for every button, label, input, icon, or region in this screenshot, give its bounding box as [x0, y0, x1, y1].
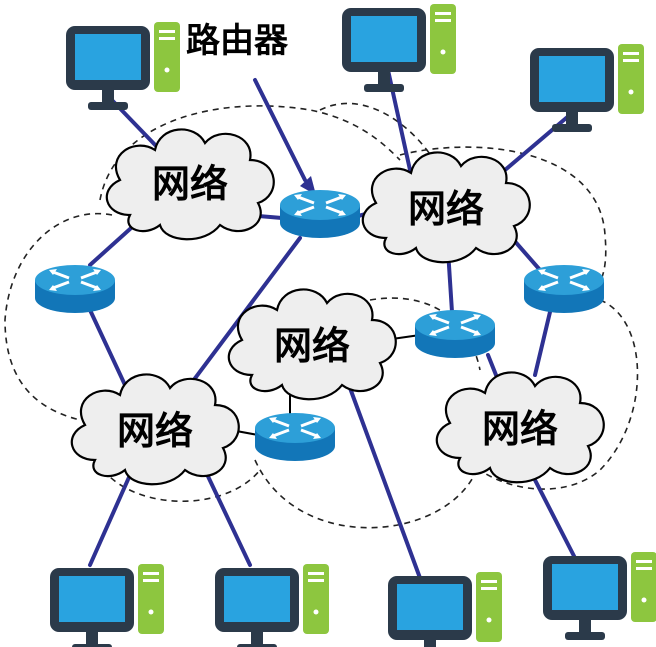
computer-icon — [50, 564, 164, 647]
computer-icon — [66, 22, 180, 110]
router-icon — [413, 308, 497, 360]
cloud-network-4: 网络 — [70, 373, 240, 486]
computer-icon — [342, 4, 456, 92]
network-label: 网络 — [117, 409, 193, 453]
computer-icon — [215, 564, 329, 647]
network-label: 网络 — [408, 187, 484, 231]
computer-icon — [543, 552, 656, 640]
cloud-network-1: 网络 — [105, 128, 275, 241]
network-label: 网络 — [274, 324, 350, 368]
router-icon — [253, 411, 337, 463]
router-icon — [278, 188, 362, 240]
cloud-network-5: 网络 — [435, 371, 605, 484]
router-icon — [522, 263, 606, 315]
network-label: 网络 — [482, 407, 558, 451]
cloud-network-2: 网络 — [361, 151, 531, 264]
network-label: 网络 — [152, 162, 228, 206]
computer-icon — [388, 572, 502, 647]
computer-icon — [530, 44, 644, 132]
cloud-network-3: 网络 — [227, 288, 397, 401]
router-icon — [33, 263, 117, 315]
router-callout-label: 路由器 — [186, 21, 289, 61]
